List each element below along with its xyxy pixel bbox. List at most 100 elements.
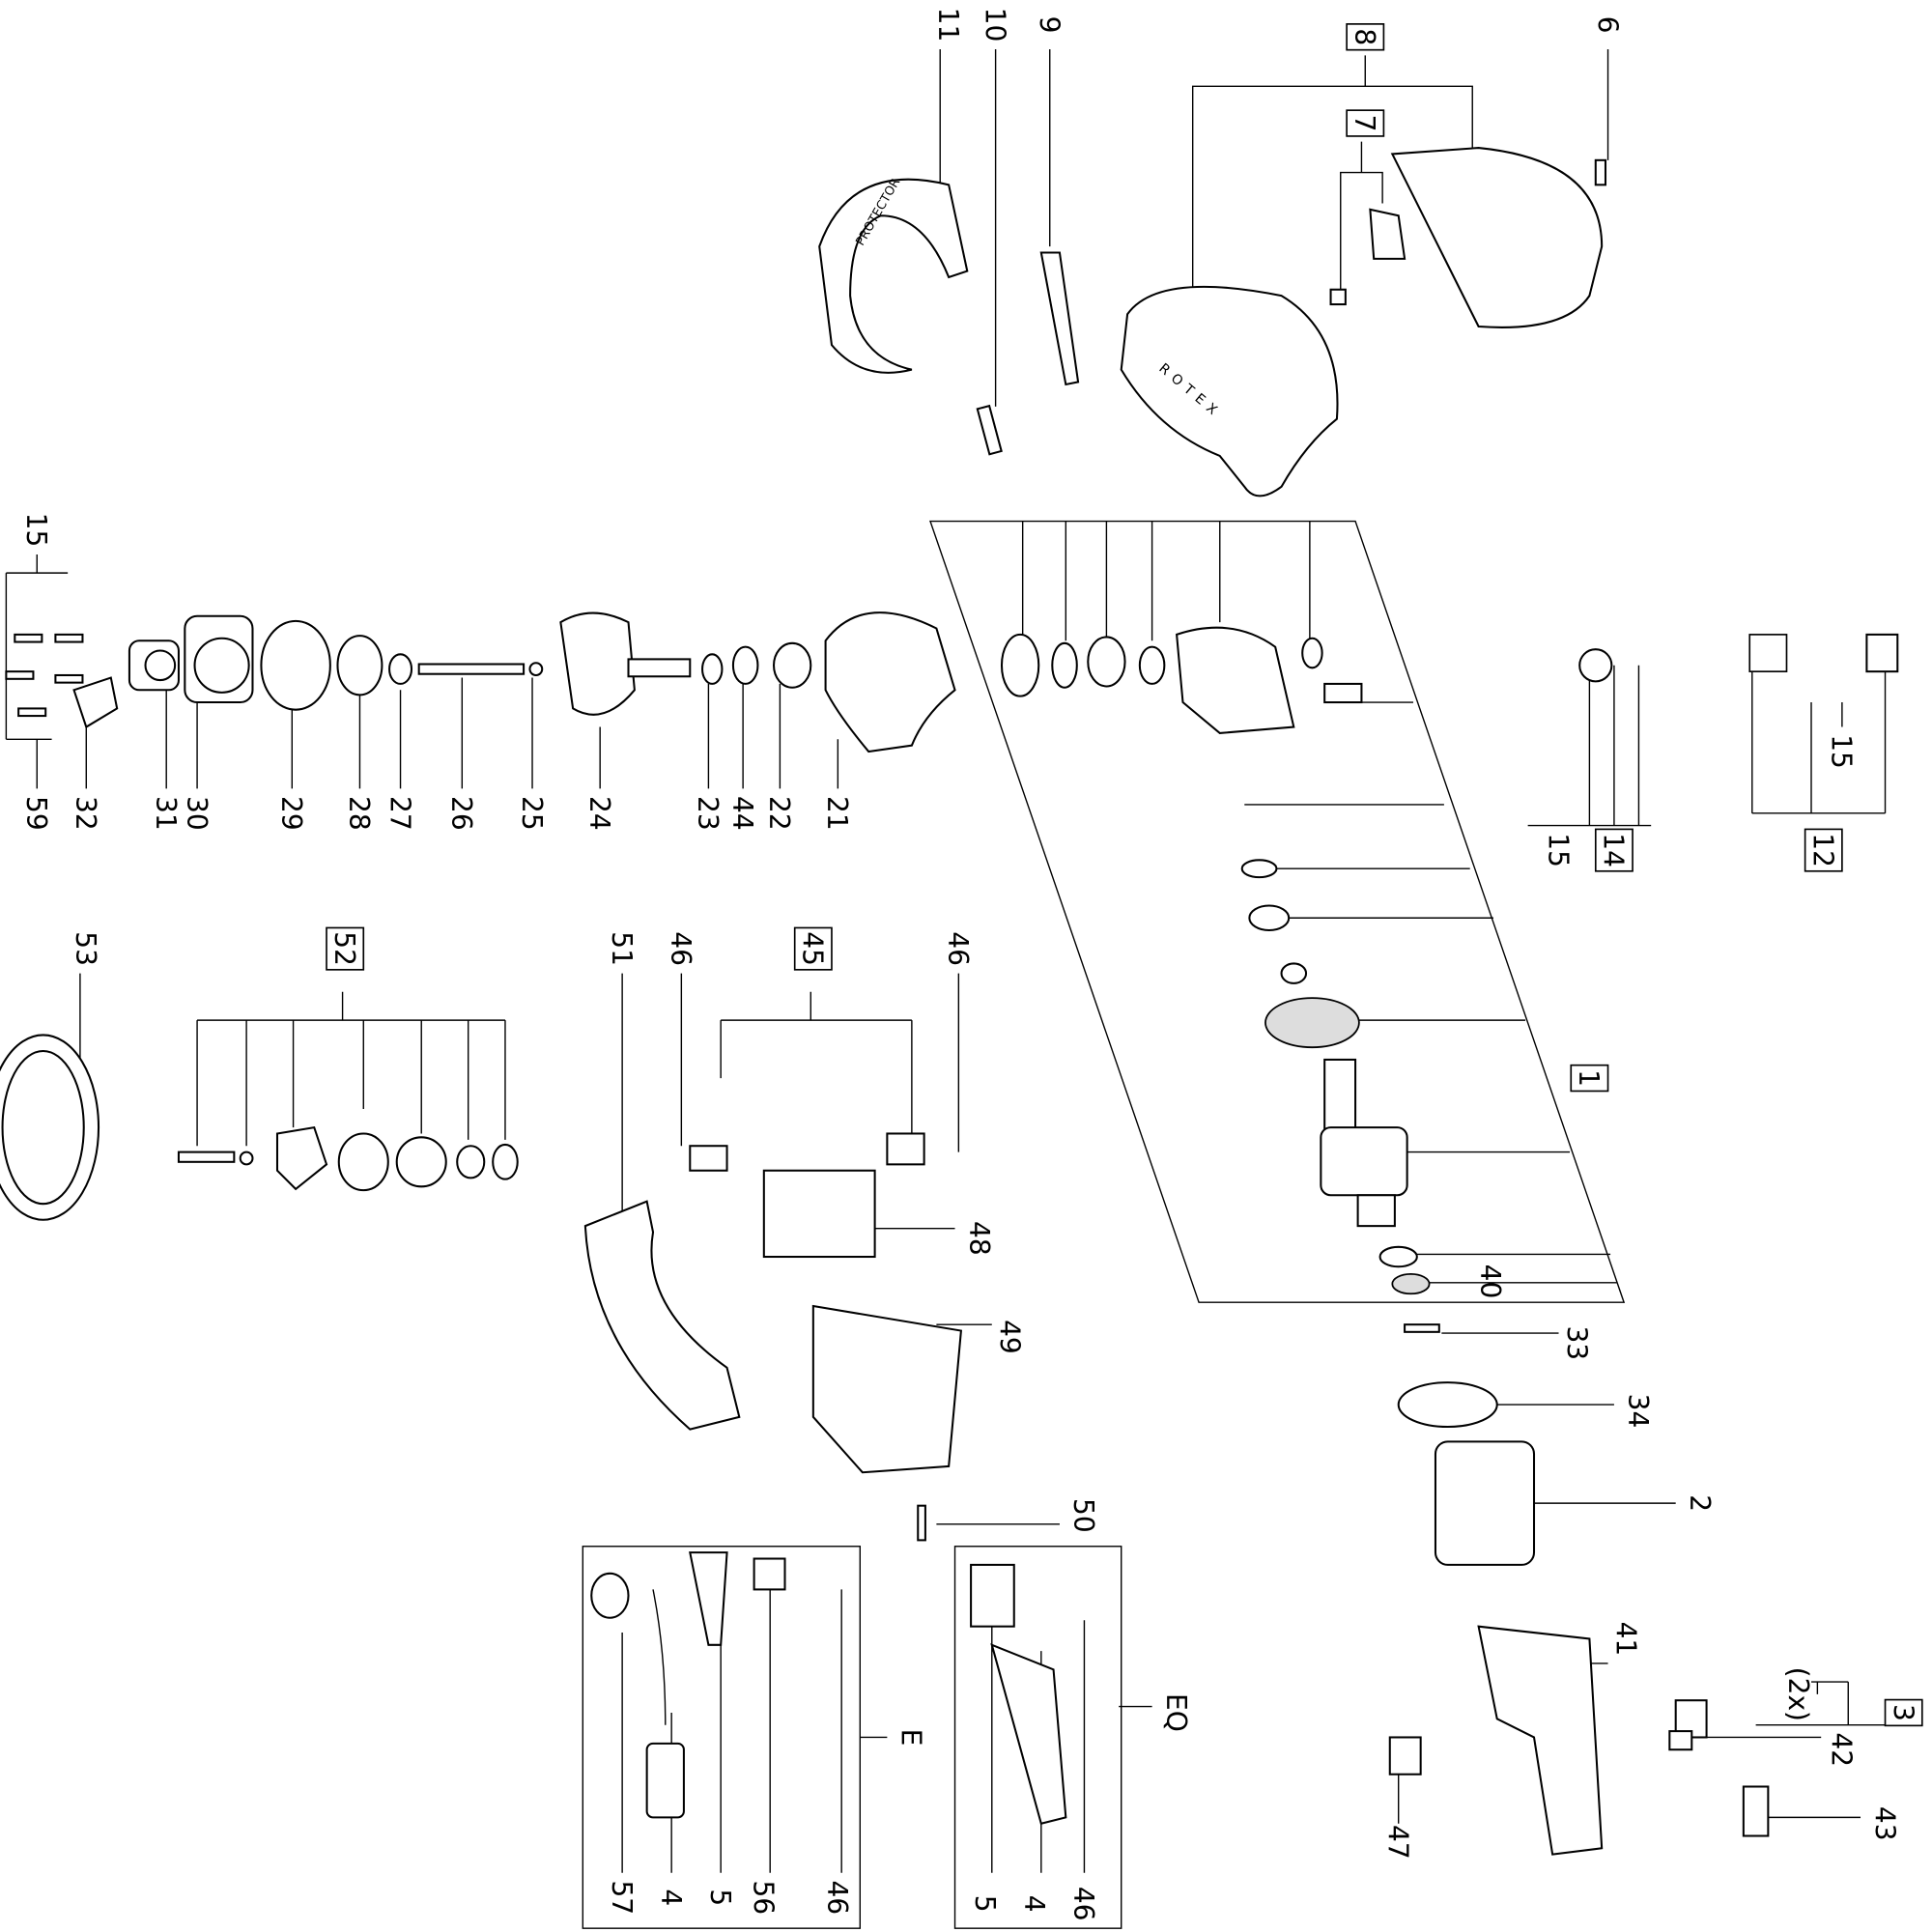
part-label-28: 28 [343,796,375,831]
part-label-41: 41 [1609,1622,1641,1657]
parts: PROTECTOR ROTEX [0,147,1899,1856]
label-text: 32 [70,796,101,831]
label-text: 6 [1591,16,1623,34]
stator-2 [1434,1440,1536,1566]
label-text: 47 [1382,1825,1414,1860]
handle-housing-41 [1477,1625,1604,1856]
label-text: 15 [1542,833,1574,867]
commutator [1356,1194,1396,1228]
label-box [326,926,365,971]
ring-44 [731,645,759,685]
screw-33 [1404,1323,1440,1333]
part-label-8: 8 [1346,23,1385,51]
label-text: 12 [1807,833,1839,867]
label-text: 41 [1609,1622,1641,1657]
plug-it-eq-frame [953,1546,1122,1929]
gear-housing-21 [824,611,956,753]
part-label-29: 29 [275,796,307,831]
part-label-9: 9 [1034,16,1065,34]
part-label-42: 42 [1826,1732,1858,1767]
label-text: 34 [1622,1394,1654,1429]
part-label-49: 49 [994,1320,1026,1354]
label-text: 52 [328,931,360,966]
part-label-15: 15 [20,513,52,548]
label-text: 21 [821,796,853,831]
label-box [1346,109,1385,137]
clip-7b [1329,288,1347,306]
crown-gear [1264,997,1360,1049]
housing-shell-8 [1390,147,1604,328]
label-text: 40 [1474,1264,1506,1299]
label-text: 4 [655,1889,687,1906]
label-text: 46 [1067,1887,1099,1921]
protector-guard [818,178,969,374]
leader-lines [5,49,1887,1873]
suction-hose-51 [583,1200,741,1431]
part-label-46: 46 [821,1880,853,1915]
label-text: 45 [797,931,829,966]
disc-29 [260,619,331,711]
part-label-24: 24 [583,796,615,831]
part-label-59: 59 [20,796,52,831]
part-label-56: 56 [748,1880,780,1915]
part-label-53: 53 [70,931,101,966]
part-label-52: 52 [326,926,365,971]
label-text: 43 [1868,1806,1900,1841]
label-text: 53 [70,931,101,966]
part-label-2: 2 [1684,1494,1716,1512]
plug-it-socket-5 [970,1563,1015,1628]
housing-cover [1120,285,1339,497]
label-text: 23 [692,796,724,831]
part-label-eq: EQ [1160,1693,1192,1732]
part-label-6: 6 [1591,16,1623,34]
part-label-26: 26 [445,796,477,831]
part-label-e: E [895,1729,927,1747]
part-label-46: 46 [1067,1887,1099,1921]
part-label-5: 5 [704,1889,736,1906]
label-text: 51 [606,931,638,966]
part-label-4: 4 [655,1889,687,1906]
label-text: 14 [1598,833,1630,867]
label-text: 11 [932,8,964,43]
bearing-40 [1378,1245,1418,1268]
label-text: 26 [445,796,477,831]
ring-25 [528,662,544,676]
plug-4 [645,1742,685,1819]
brush-holder [689,1145,728,1172]
part-34 [1397,1381,1498,1429]
eccentric-24 [559,611,636,716]
electronics-48 [762,1169,876,1259]
label-text: 27 [384,796,415,831]
part-label-45: 45 [793,926,833,971]
label-text: 24 [583,796,615,831]
label-text: 48 [963,1221,995,1256]
label-box [1570,1064,1609,1093]
ring-1a [1000,633,1040,697]
cable-sleeve-5 [689,1551,728,1646]
part-label-3: 3 [1884,1698,1923,1727]
label-text: 44 [726,796,758,831]
label-text: 3 [1887,1704,1918,1721]
part-label-34: 34 [1622,1394,1654,1429]
bolt-52 [177,1151,236,1163]
capacitor-47 [1388,1736,1422,1776]
label-box [793,926,833,971]
clip-7 [1369,208,1406,260]
part-label-15: 15 [1542,833,1574,867]
label-text: 29 [275,796,307,831]
label-text: 22 [763,796,795,831]
part-label-5: 5 [969,1895,1001,1913]
part-43 [1742,1785,1770,1837]
part-label-7: 7 [1346,109,1385,137]
label-text: 33 [1560,1325,1592,1360]
armature-group-frame [929,520,1626,1303]
part-label-48: 48 [963,1221,995,1256]
label-text: 25 [516,796,548,831]
part-label-33: 33 [1560,1325,1592,1360]
label-text: 4 [1018,1895,1050,1913]
label-text: 46 [942,931,974,966]
part-label-31: 31 [150,796,182,831]
